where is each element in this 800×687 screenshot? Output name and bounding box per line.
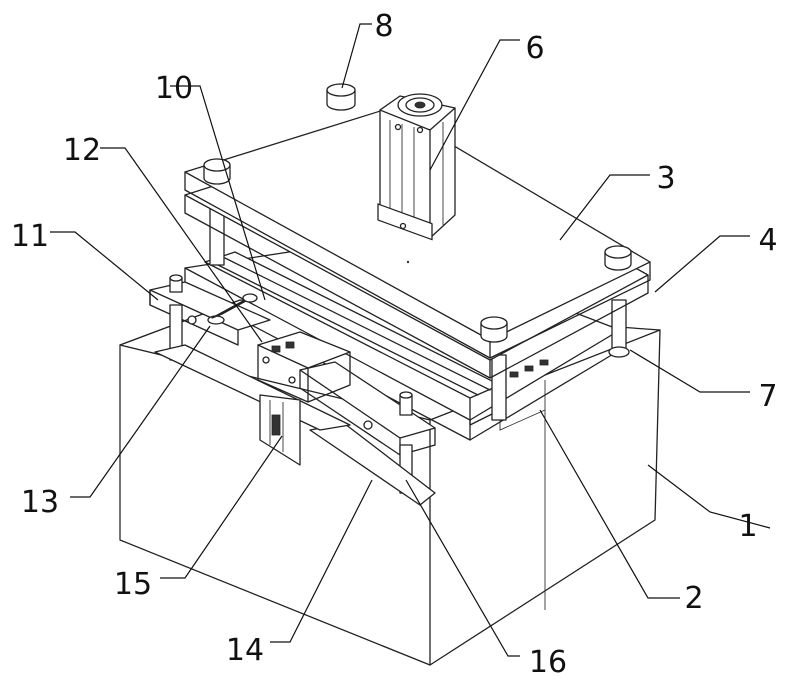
callout-6: 6 bbox=[525, 31, 544, 66]
buffer-top bbox=[327, 84, 355, 110]
callout-16: 16 bbox=[529, 645, 567, 680]
callout-7: 7 bbox=[758, 379, 777, 414]
leader-11 bbox=[50, 232, 158, 300]
callout-2: 2 bbox=[684, 581, 703, 616]
callout-1: 1 bbox=[738, 509, 757, 544]
callout-13: 13 bbox=[21, 485, 59, 520]
callout-11: 11 bbox=[11, 219, 49, 254]
callout-15: 15 bbox=[114, 567, 152, 602]
callout-8: 8 bbox=[374, 9, 393, 44]
callout-10: 10 bbox=[155, 71, 193, 106]
buffer-front bbox=[481, 317, 507, 342]
callout-3: 3 bbox=[656, 161, 675, 196]
leader-4 bbox=[655, 236, 750, 292]
callout-12: 12 bbox=[63, 133, 101, 168]
air-cylinder bbox=[378, 94, 455, 240]
callout-14: 14 bbox=[226, 633, 264, 668]
buffer-right bbox=[605, 246, 631, 270]
callout-4: 4 bbox=[758, 223, 777, 258]
leader-8 bbox=[342, 24, 372, 88]
